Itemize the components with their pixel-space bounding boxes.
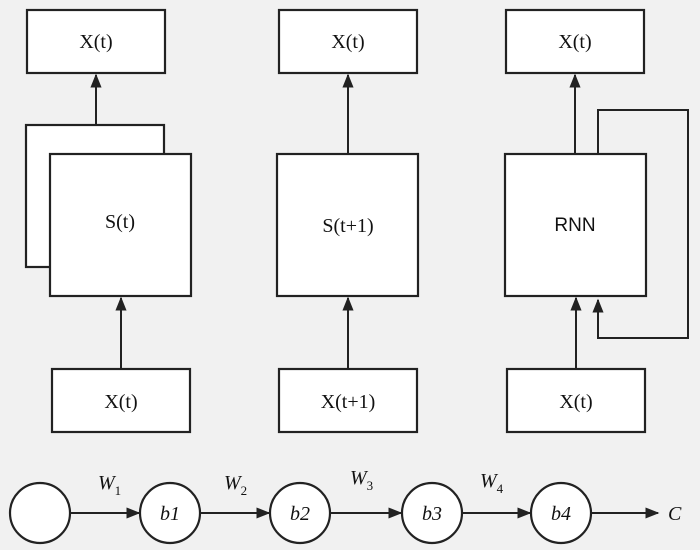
output-box-1 xyxy=(25,8,167,75)
weight-base-4: W xyxy=(480,470,499,492)
output-box-2 xyxy=(277,8,419,75)
chain-node-label-b2: b2 xyxy=(290,503,310,525)
weight-sub-4: 4 xyxy=(497,481,504,496)
output-label-1: X(t) xyxy=(79,31,112,53)
input-box-2 xyxy=(277,367,419,434)
state-label-2: S(t+1) xyxy=(322,215,373,237)
weight-base-1: W xyxy=(98,472,117,494)
weight-label-2: W2 xyxy=(224,472,247,498)
weight-sub-3: 3 xyxy=(367,478,374,493)
weight-label-3: W3 xyxy=(350,467,373,493)
weight-sub-2: 2 xyxy=(241,483,248,498)
weight-sub-1: 1 xyxy=(115,483,122,498)
chain-node-label-b4: b4 xyxy=(551,503,571,525)
input-label-2: X(t+1) xyxy=(321,391,376,413)
weight-base-3: W xyxy=(350,467,369,489)
state-box-2 xyxy=(275,152,420,298)
recurrent-loop-arrow xyxy=(592,109,689,339)
weight-label-1: W1 xyxy=(98,472,121,498)
input-box-1 xyxy=(50,367,192,434)
weight-label-4: W4 xyxy=(480,470,504,496)
input-label-3: X(t) xyxy=(559,391,592,413)
state-box-1 xyxy=(48,152,193,298)
weight-base-2: W xyxy=(224,472,243,494)
chain-node-0 xyxy=(8,481,72,545)
rnn-label: RNN xyxy=(554,215,595,236)
rnn-box xyxy=(503,152,648,298)
output-label-2: X(t) xyxy=(331,31,364,53)
output-label-3: X(t) xyxy=(558,31,591,53)
chain-node-label-b1: b1 xyxy=(160,503,180,525)
output-box-3 xyxy=(504,8,646,75)
state-label-1: S(t) xyxy=(105,211,135,233)
chain-output-label: C xyxy=(668,503,682,525)
chain-node-label-b3: b3 xyxy=(422,503,442,525)
input-label-1: X(t) xyxy=(104,391,137,413)
